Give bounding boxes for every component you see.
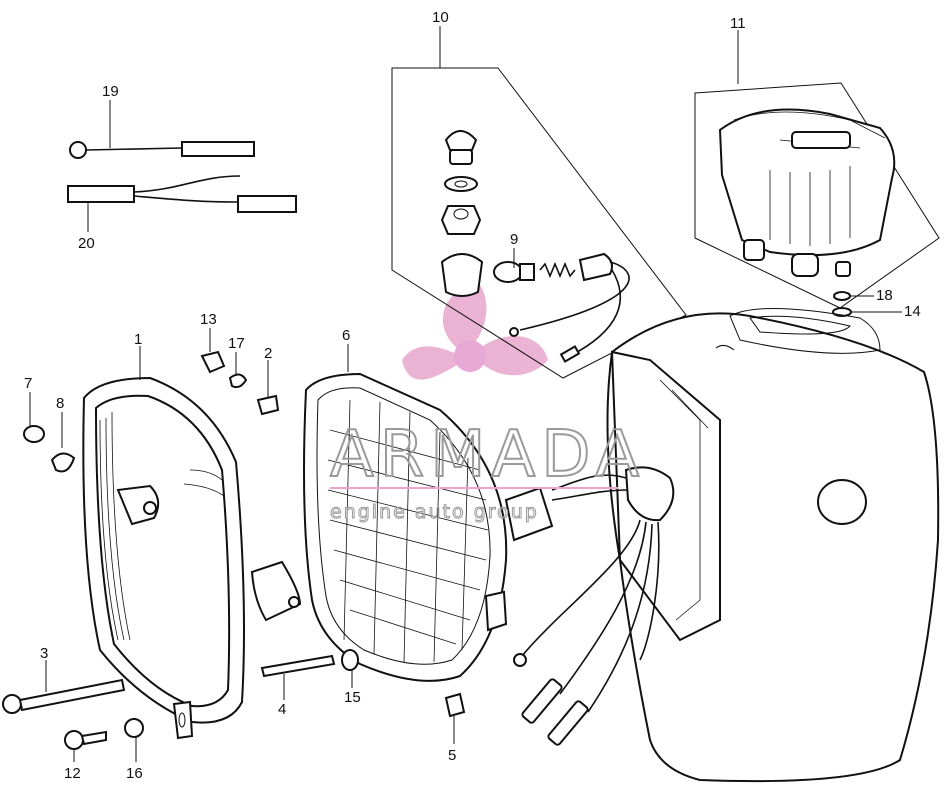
callout-1: 1 (134, 331, 142, 348)
part-6-headlight-unit (250, 372, 554, 682)
callout-20: 20 (78, 235, 95, 252)
callout-16: 16 (126, 765, 143, 782)
part-1-headlight-rim (82, 376, 245, 740)
callout-2: 2 (264, 345, 272, 362)
callout-8: 8 (56, 395, 64, 412)
callout-15: 15 (344, 689, 361, 706)
headlight-case (513, 308, 940, 783)
callout-7: 7 (24, 375, 32, 392)
callout-4: 4 (278, 701, 286, 718)
callout-5: 5 (448, 747, 456, 764)
watermark-title: ARMADA (330, 418, 645, 492)
leader-lines (29, 26, 902, 762)
callout-11: 11 (730, 15, 746, 32)
callout-10: 10 (432, 9, 449, 26)
part-group-10-indicator-kit (391, 67, 687, 379)
callout-17: 17 (228, 335, 245, 352)
callouts: 10 11 19 20 9 18 14 13 17 2 1 6 7 8 3 4 … (24, 9, 921, 782)
part-group-19-20-wires (67, 141, 297, 213)
callout-12: 12 (64, 765, 81, 782)
callout-14: 14 (904, 303, 921, 320)
callout-19: 19 (102, 83, 119, 100)
callout-9: 9 (510, 231, 518, 248)
callout-18: 18 (876, 287, 893, 304)
part-group-11-meter (694, 82, 940, 317)
watermark-propeller-logo (402, 282, 548, 380)
callout-13: 13 (200, 311, 217, 328)
hardware (2, 350, 466, 750)
callout-6: 6 (342, 327, 350, 344)
watermark-subtitle: engine auto group (330, 501, 539, 523)
callout-3: 3 (40, 645, 48, 662)
